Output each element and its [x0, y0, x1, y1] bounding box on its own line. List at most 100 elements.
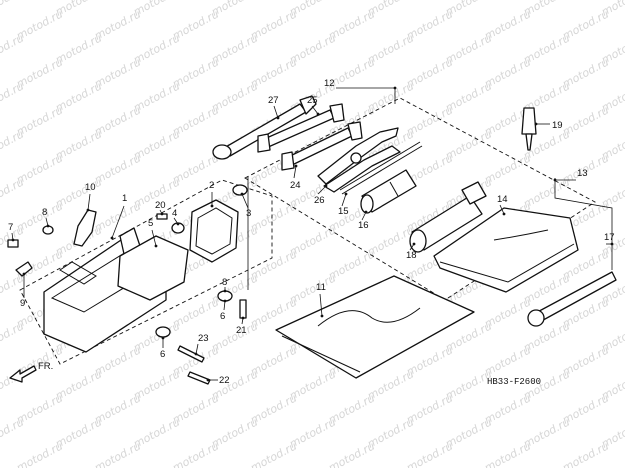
callout-label-c14: 14	[497, 194, 508, 205]
watermark-text: motod.ru	[248, 439, 299, 468]
callout-label-c20: 20	[155, 200, 166, 211]
diagram-code: HB33-F2600	[487, 377, 541, 387]
watermark-text: motod.ru	[560, 439, 611, 468]
cover-2	[189, 199, 239, 263]
lid-5	[117, 235, 189, 301]
watermark-text: motod.ru	[0, 127, 26, 162]
callout-label-c25: 25	[307, 95, 318, 106]
callout-label-c6b: 6	[220, 311, 225, 322]
callout-leader-c5	[151, 229, 157, 247]
callout-leader-c16	[361, 211, 367, 221]
callout-dot-c15	[344, 192, 348, 196]
open-end-wrench-25	[257, 103, 345, 153]
callout-label-c3: 3	[246, 208, 251, 219]
front-direction-arrow: FR.	[9, 361, 53, 383]
callout-dot-c12	[393, 86, 397, 90]
watermark-text: motod.ru	[326, 439, 377, 468]
callout-label-c27: 27	[268, 95, 279, 106]
callout-dot-c19	[534, 122, 538, 126]
callout-label-c22: 22	[219, 375, 230, 386]
callout-dot-c9	[22, 272, 26, 276]
callout-dot-c5	[154, 244, 158, 248]
toolkit-group-outline	[244, 97, 596, 301]
callout-dot-c11	[320, 314, 324, 318]
callout-leader-c1	[111, 205, 125, 239]
callout-label-c17: 17	[604, 232, 615, 243]
callout-layer: 1234566788910111213141516171819202122232…	[8, 78, 615, 386]
callout-leader-c27	[273, 105, 279, 119]
callout-dot-c16	[364, 210, 368, 214]
callout-dot-c21	[241, 316, 245, 320]
socket-wrench-18	[409, 181, 487, 253]
callout-dot-c10	[86, 208, 90, 212]
callout-dot-c8b	[223, 289, 227, 293]
callout-dot-c7	[11, 238, 15, 242]
bar-17	[527, 271, 617, 327]
screwdriver-grip-16	[360, 169, 417, 214]
callout-dot-c6b	[223, 299, 227, 303]
direction-label: FR.	[38, 361, 53, 372]
watermark-text: motod.ru	[0, 31, 26, 66]
screwdriver-19	[521, 107, 537, 151]
combination-wrench-27	[212, 95, 317, 160]
callout-dot-c18	[412, 242, 416, 246]
watermark-text: motod.ru	[0, 175, 26, 210]
callout-dot-c24	[294, 164, 298, 168]
callout-dot-c25	[316, 112, 320, 116]
callout-leader-c23	[195, 343, 199, 355]
callout-label-c8b: 8	[222, 277, 227, 288]
callout-label-c19: 19	[552, 120, 563, 131]
callout-dot-c13	[553, 178, 557, 182]
grommet-3	[232, 184, 248, 196]
callout-label-c11: 11	[316, 282, 326, 293]
callout-label-c13: 13	[577, 168, 588, 179]
callout-label-c15: 15	[338, 206, 349, 217]
callout-dot-c1	[110, 236, 114, 240]
callout-dot-c23	[194, 352, 198, 356]
callout-label-c1: 1	[122, 193, 127, 204]
callout-dot-c17	[610, 242, 614, 246]
watermark-text: motod.ru	[482, 439, 533, 468]
bolt-21	[239, 299, 247, 319]
callout-leader-c3	[241, 193, 249, 209]
callout-label-c21: 21	[236, 325, 247, 336]
callout-label-c5: 5	[148, 218, 153, 229]
bolt-22	[187, 371, 211, 385]
manual-11	[275, 275, 475, 379]
callout-leader-c24	[293, 165, 297, 179]
watermark-text: motod.ru	[404, 439, 455, 468]
callout-leader-c26	[317, 185, 327, 195]
watermark-text: motod.ru	[0, 319, 26, 354]
screwdriver-15	[339, 141, 423, 195]
callout-label-c2: 2	[209, 180, 214, 191]
callout-dot-c4	[176, 222, 180, 226]
watermark-text: motod.ru	[14, 439, 65, 468]
callout-dot-c6a	[161, 336, 165, 340]
pliers-26	[317, 127, 401, 193]
callout-leader-c25	[311, 105, 319, 115]
callout-label-c7: 7	[8, 222, 13, 233]
callout-leader-c14	[499, 204, 505, 215]
callout-dot-c8a	[46, 224, 50, 228]
callout-leader-c6b	[223, 300, 226, 311]
callout-dot-c14	[502, 212, 506, 216]
watermark-text: motod.ru	[0, 79, 26, 114]
callout-label-c26: 26	[314, 195, 325, 206]
callout-label-c10: 10	[85, 182, 96, 193]
callout-leader-c11	[319, 293, 323, 317]
toolbox-group-outline	[19, 179, 273, 365]
watermark-text: motod.ru	[170, 439, 221, 468]
callout-label-c18: 18	[406, 250, 417, 261]
callout-label-c24: 24	[290, 180, 301, 191]
callout-leader-c10	[87, 193, 91, 211]
callout-dot-c3	[240, 192, 244, 196]
callout-label-c6a: 6	[160, 349, 165, 360]
callout-dot-c27	[276, 116, 280, 120]
stay-9	[15, 261, 33, 277]
open-end-wrench-24	[281, 121, 363, 171]
callout-dot-c2	[210, 204, 214, 208]
bracket-13	[554, 178, 613, 270]
collar-8-lower	[217, 290, 233, 302]
callout-label-c8a: 8	[42, 207, 47, 218]
watermark-text: motod.ru	[0, 415, 26, 450]
